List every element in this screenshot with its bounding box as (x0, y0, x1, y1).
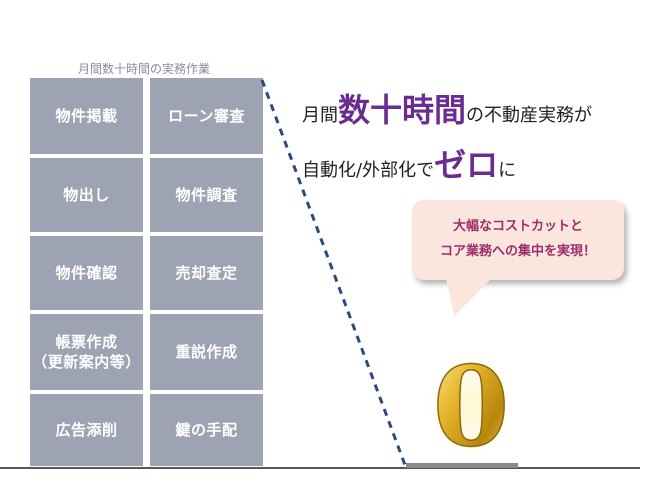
task-block: 売却査定 (150, 236, 263, 310)
task-block: 重説作成 (150, 314, 263, 390)
headline-highlight: ゼロ (434, 146, 499, 184)
tasks-caption: 月間数十時間の実務作業 (77, 62, 210, 76)
task-block: 鍵の手配 (150, 394, 263, 466)
bubble-text: コア業務への集中を実現！ (439, 244, 596, 259)
headline-highlight: 数十時間 (338, 91, 467, 129)
headline-text: に (498, 160, 517, 181)
dashed-decline-line (260, 79, 407, 466)
task-block: 物件調査 (150, 158, 263, 232)
task-block: 物件掲載 (30, 78, 143, 154)
gold-zero-figure: 0 (428, 350, 514, 460)
headline-line-1: 月間数十時間の不動産実務が (302, 85, 592, 131)
bubble-tail (446, 278, 492, 316)
task-block: 物件確認 (30, 236, 143, 310)
headline-text: の不動産実務が (466, 105, 593, 126)
task-block: ローン審査 (150, 78, 263, 154)
bubble-text: 大幅なコストカットと (452, 219, 583, 235)
headline-line-2: 自動化/外部化でゼロに (302, 140, 516, 186)
task-block: 広告添削 (30, 394, 143, 466)
headline-text: 月間 (302, 105, 338, 126)
headline-text: 自動化/外部化で (302, 160, 435, 181)
task-block: 帳票作成 （更新案内等） (30, 314, 143, 390)
zero-platform (406, 463, 518, 468)
speech-bubble: 大幅なコストカットと コア業務への集中を実現！ (412, 200, 624, 280)
task-block: 物出し (30, 158, 143, 232)
zero-digit: 0 (433, 350, 510, 460)
